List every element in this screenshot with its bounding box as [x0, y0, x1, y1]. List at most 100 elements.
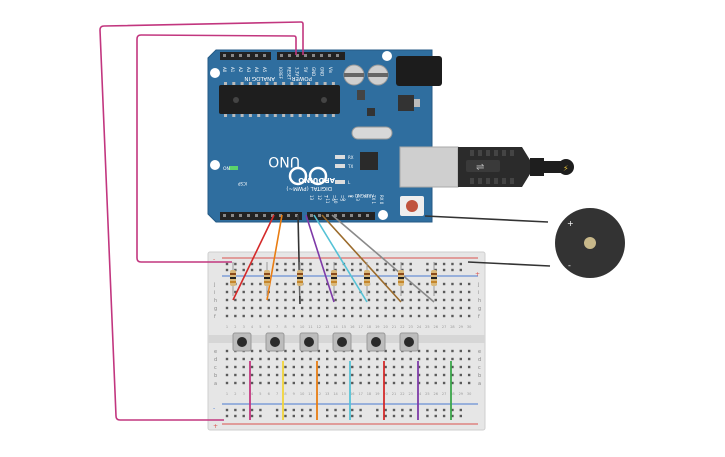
breadboard-hole [451, 314, 454, 318]
usb-grip [478, 150, 482, 156]
power-pin-label: 5V [303, 67, 308, 73]
breadboard-hole [317, 282, 321, 286]
breadboard-hole [426, 381, 429, 385]
breadboard-hole [250, 349, 254, 353]
breadboard-hole [334, 365, 337, 369]
breadboard-rail-hole [442, 408, 446, 412]
breadboard-hole [409, 282, 412, 286]
breadboard-hole [342, 381, 346, 385]
crystal-oscillator [351, 126, 393, 140]
push-button-cap[interactable] [270, 337, 280, 347]
digital-pin-label: ~9 [341, 195, 346, 201]
breadboard-rail-hole [242, 262, 245, 266]
breadboard-hole [267, 298, 270, 302]
piezo-buzzer[interactable]: + - [555, 208, 625, 278]
push-button-cap[interactable] [371, 337, 381, 347]
usb-grip [494, 150, 498, 156]
board-labels-rotated: UNO ARDUINO DIGITAL (PWM~) ICSP AREF GND… [222, 67, 384, 205]
breadboard-rail-hole [284, 268, 287, 272]
column-number-bottom: 15 [342, 392, 346, 396]
breadboard-hole [259, 381, 262, 385]
header-pin [358, 214, 361, 217]
push-button-cap[interactable] [404, 337, 414, 347]
usb-cable[interactable]: ⇌ ⚡ [458, 147, 574, 187]
breadboard-hole [225, 365, 229, 369]
breadboard-hole [275, 373, 279, 377]
chip-leg [331, 114, 335, 117]
resistor-band [364, 281, 370, 283]
power-jack[interactable] [396, 56, 442, 86]
usb-b-port[interactable] [399, 146, 459, 188]
resistor-band [431, 281, 437, 283]
breadboard-hole [309, 381, 312, 385]
push-button-cap[interactable] [337, 337, 347, 347]
chip-leg [273, 114, 277, 117]
wire-pin-orange [266, 214, 283, 301]
wire-pin-red [232, 214, 275, 301]
tx-led [335, 164, 345, 168]
breadboard-hole [426, 298, 429, 302]
chip-leg [315, 82, 319, 85]
breadboard-rail-hole [234, 408, 237, 412]
breadboard-hole [317, 381, 321, 385]
column-number-top: 28 [450, 325, 454, 329]
breadboard-hole [275, 282, 279, 286]
usb-grip [470, 150, 474, 156]
breadboard-rail-hole [459, 408, 462, 412]
arduino-uno-board[interactable]: RX TX L ON UNO ARDUINO DIGITAL (PWM~) IC… [207, 49, 459, 223]
breadboard-hole [300, 298, 304, 302]
breadboard-rail-hole [250, 408, 254, 412]
column-number-top: 27 [442, 325, 446, 329]
reset-button[interactable] [406, 200, 418, 212]
chip-leg [265, 114, 269, 117]
breadboard-rail-hole [292, 262, 295, 266]
lightning-icon: ⚡ [563, 164, 569, 173]
breadboard-rail-hole [401, 408, 404, 412]
usb-grip [478, 178, 482, 184]
breadboard-hole [392, 381, 396, 385]
wire-pin-purple [305, 214, 335, 303]
breadboard-hole [442, 373, 446, 377]
push-button-cap[interactable] [304, 337, 314, 347]
breadboard-hole [417, 298, 421, 302]
breadboard-hole [459, 365, 462, 369]
breadboard-rail-hole [376, 408, 379, 412]
breadboard-hole [334, 381, 337, 385]
breadboard-rail-hole [225, 414, 229, 418]
breadboard-rail-hole [426, 268, 429, 272]
power-label: POWER [291, 75, 312, 81]
breadboard-hole [451, 298, 454, 302]
breadboard-hole [242, 306, 245, 310]
chip-leg [240, 114, 244, 117]
breadboard-hole [392, 314, 396, 318]
breadboard-rail-hole [250, 414, 254, 418]
wire-pin-brown [321, 214, 402, 303]
breadboard-hole [326, 282, 329, 286]
column-number-top: 6 [268, 325, 270, 329]
header-pin [279, 214, 282, 217]
breadboard-hole [426, 306, 429, 310]
breadboard-hole [250, 290, 254, 294]
column-number-bottom: 14 [333, 392, 338, 396]
push-button-cap[interactable] [237, 337, 247, 347]
breadboard-hole [284, 282, 287, 286]
row-letter-right: d [478, 357, 481, 363]
wire-buzzer-minus [467, 261, 551, 267]
chip-leg [298, 82, 302, 85]
breadboard-rail-hole [434, 408, 437, 412]
breadboard-hole [351, 298, 354, 302]
aref-label: AREF [363, 193, 374, 198]
push-buttons [232, 332, 419, 352]
breadboard-rail-hole [300, 268, 304, 272]
wire-gnd-to-top-rail [136, 34, 297, 263]
resistor-band [230, 281, 236, 283]
resistor-band [331, 273, 337, 275]
breadboard-rail-hole [351, 268, 354, 272]
power-pin-label: IOREF [278, 67, 283, 80]
breadboard-hole [342, 314, 346, 318]
breadboard-hole [401, 298, 404, 302]
breadboard-hole [259, 357, 262, 361]
header-pin [255, 214, 258, 217]
breadboard-hole [326, 349, 329, 353]
